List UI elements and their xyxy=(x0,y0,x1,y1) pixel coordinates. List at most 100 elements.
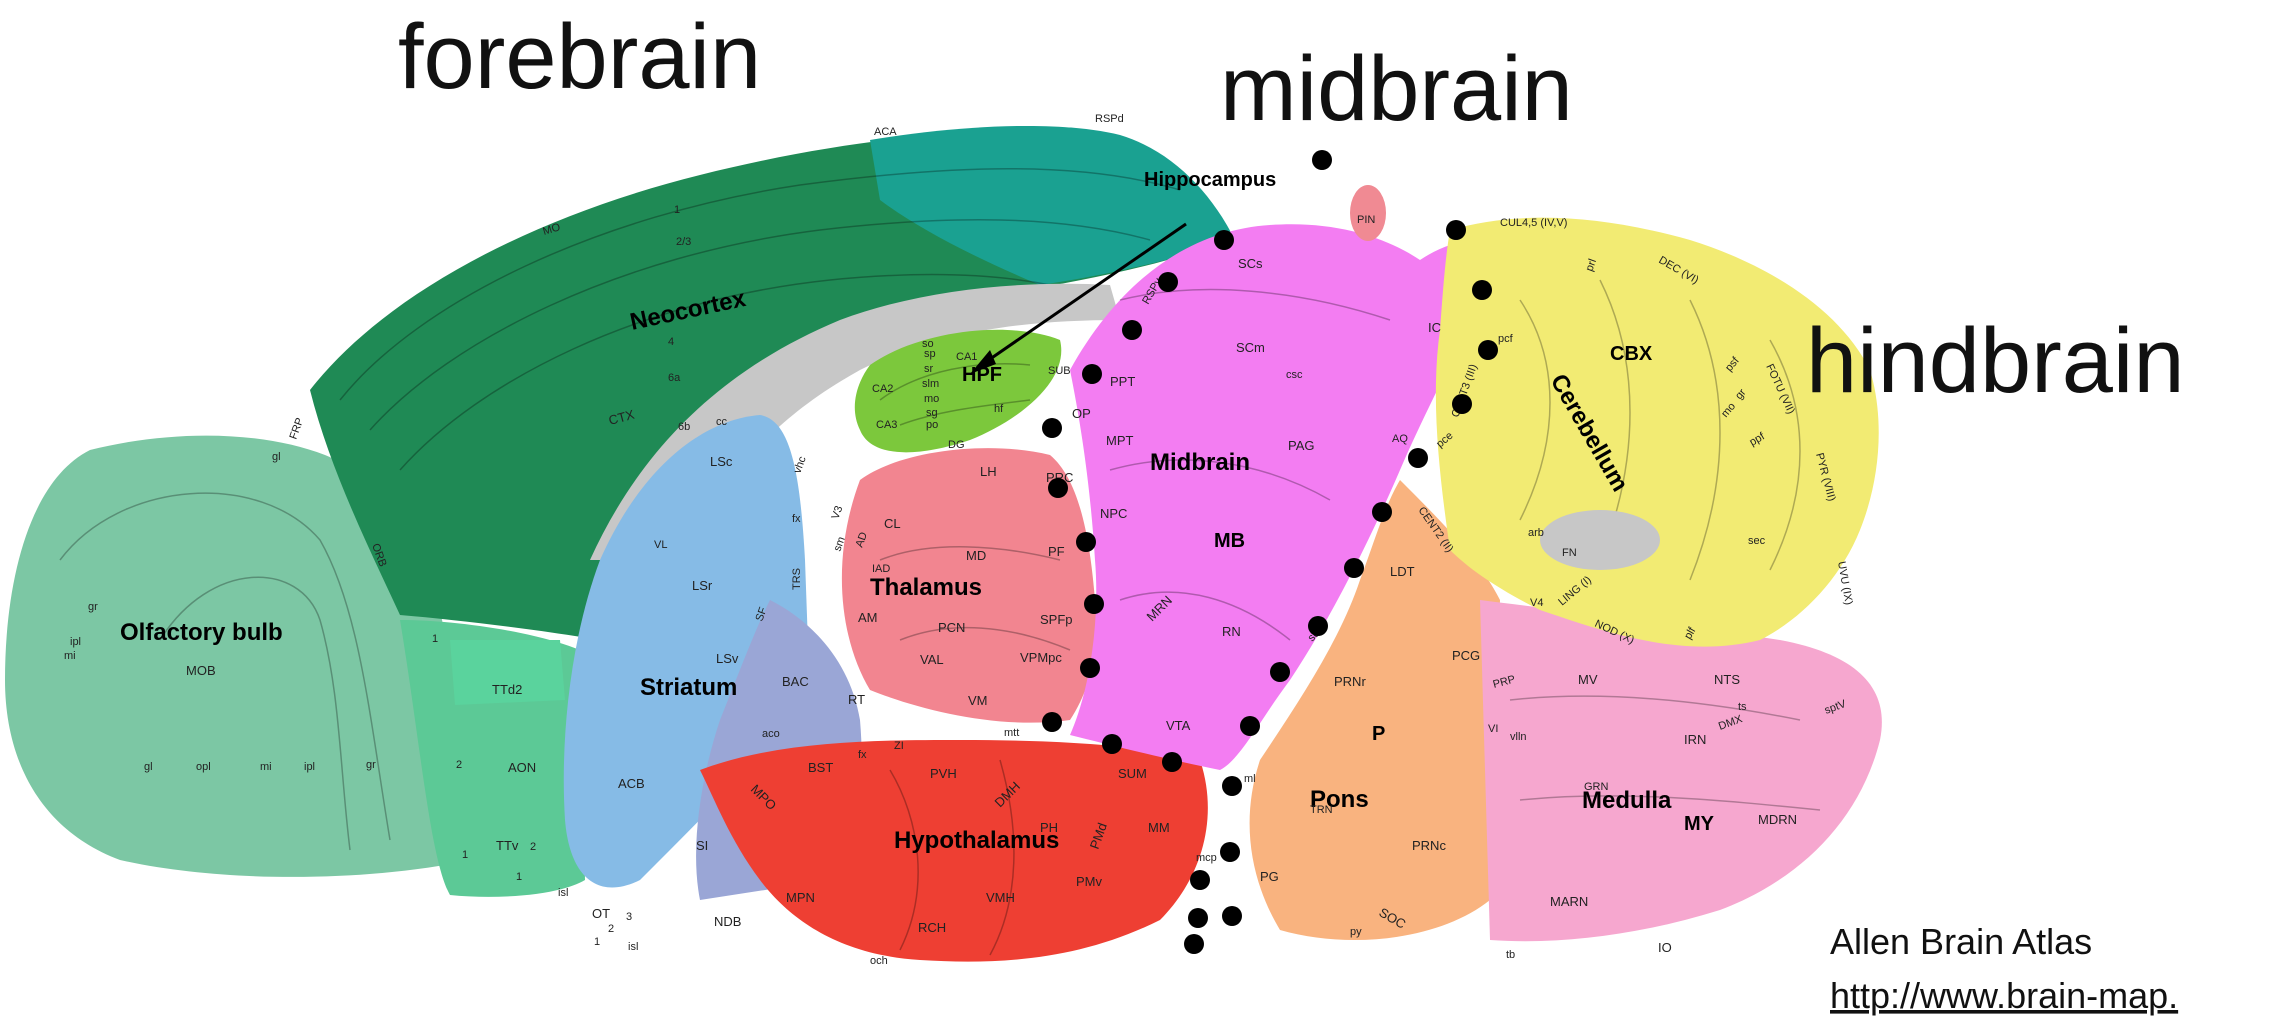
label-vlln: vlln xyxy=(1510,731,1527,743)
label-am: AM xyxy=(858,610,878,625)
label-mtt: mtt xyxy=(1004,727,1019,739)
label-olfactory-bulb: Olfactory bulb xyxy=(120,619,283,646)
label-pvh: PVH xyxy=(930,766,957,781)
label-ndb: NDB xyxy=(714,914,741,929)
label-lsr: LSr xyxy=(692,578,713,593)
label-lsv: LSv xyxy=(716,651,739,666)
label-sg: sg xyxy=(926,407,938,419)
label-frp: FRP xyxy=(288,416,307,441)
label-ldt: LDT xyxy=(1390,564,1415,579)
label-isl-b: isl xyxy=(628,941,638,953)
label-npc: NPC xyxy=(1100,506,1127,521)
boundary-dot xyxy=(1076,532,1096,552)
label-aon: AON xyxy=(508,760,536,775)
label-opl: opl xyxy=(196,761,211,773)
label-hippocampus: Hippocampus xyxy=(1144,169,1276,191)
label-ca2: CA2 xyxy=(872,383,893,395)
hindbrain-title: hindbrain xyxy=(1806,310,2185,412)
boundary-dot xyxy=(1048,478,1068,498)
label-prnr: PRNr xyxy=(1334,674,1366,689)
label-gl-bottom: gl xyxy=(144,761,153,773)
boundary-dot xyxy=(1220,842,1240,862)
label-och: och xyxy=(870,955,888,967)
label-pf: PF xyxy=(1048,544,1065,559)
label-zi: ZI xyxy=(894,740,904,752)
label-midbrain: Midbrain xyxy=(1150,449,1250,476)
label-ttv: TTv xyxy=(496,838,519,853)
label-dg: DG xyxy=(948,439,965,451)
label-val: VAL xyxy=(920,652,944,667)
boundary-dot xyxy=(1408,448,1428,468)
forebrain-title: forebrain xyxy=(398,6,761,108)
boundary-dot xyxy=(1102,734,1122,754)
label-hf: hf xyxy=(994,403,1004,415)
label-acb: ACB xyxy=(618,776,645,791)
boundary-dot xyxy=(1080,658,1100,678)
label-ttd2: TTd2 xyxy=(492,682,522,697)
label-vi: VI xyxy=(1488,723,1498,735)
boundary-dot xyxy=(1372,502,1392,522)
label-gl-top: gl xyxy=(272,451,281,463)
boundary-dot xyxy=(1270,662,1290,682)
label-rspd: RSPd xyxy=(1095,113,1124,125)
label-trn: TRN xyxy=(1310,804,1333,816)
label-lsc: LSc xyxy=(710,454,733,469)
label-l6b: 6b xyxy=(678,421,690,433)
boundary-dot xyxy=(1446,220,1466,240)
boundary-dot xyxy=(1042,418,1062,438)
label-scm: SCm xyxy=(1236,340,1265,355)
label-vpmpc: VPMpc xyxy=(1020,650,1062,665)
label-n1-b: 1 xyxy=(462,849,468,861)
label-cbx: CBX xyxy=(1610,343,1653,365)
label-sr: sr xyxy=(924,363,934,375)
label-mcp: mcp xyxy=(1196,852,1217,864)
label-n2-b: 2 xyxy=(530,841,536,853)
label-op: OP xyxy=(1072,406,1091,421)
label-csc: csc xyxy=(1286,369,1303,381)
boundary-dot xyxy=(1452,394,1472,414)
label-cl: CL xyxy=(884,516,901,531)
label-cul45: CUL4,5 (IV,V) xyxy=(1500,217,1567,229)
label-mv: MV xyxy=(1578,672,1598,687)
label-bac: BAC xyxy=(782,674,809,689)
label-vmh: VMH xyxy=(986,890,1015,905)
label-l6a: 6a xyxy=(668,372,681,384)
label-v4: V4 xyxy=(1530,597,1543,609)
label-cc: cc xyxy=(716,416,728,428)
label-po: po xyxy=(926,419,938,431)
label-l1: 1 xyxy=(674,204,680,216)
label-grn: GRN xyxy=(1584,781,1609,793)
label-isl-a: isl xyxy=(558,887,568,899)
boundary-dot xyxy=(1478,340,1498,360)
boundary-dot xyxy=(1190,870,1210,890)
label-tb: tb xyxy=(1506,949,1515,961)
label-ppt: PPT xyxy=(1110,374,1135,389)
label-rn: RN xyxy=(1222,624,1241,639)
label-pmv: PMv xyxy=(1076,874,1103,889)
label-pg: PG xyxy=(1260,869,1279,884)
label-sub: SUB xyxy=(1048,365,1071,377)
label-mm: MM xyxy=(1148,820,1170,835)
cerebellum-region xyxy=(1436,218,1879,647)
label-striatum: Striatum xyxy=(640,674,737,701)
label-arb: arb xyxy=(1528,527,1544,539)
label-vm: VM xyxy=(968,693,988,708)
label-thalamus: Thalamus xyxy=(870,574,982,601)
credit-url[interactable]: http://www.brain-map. xyxy=(1830,975,2178,1016)
label-lh: LH xyxy=(980,464,997,479)
label-ot: OT xyxy=(592,906,610,921)
label-fx-b: fx xyxy=(858,749,867,761)
label-gr-left: gr xyxy=(88,601,98,613)
label-fn: FN xyxy=(1562,547,1577,559)
label-nts: NTS xyxy=(1714,672,1740,687)
label-rt: RT xyxy=(848,692,865,707)
label-n1-d: 1 xyxy=(594,936,600,948)
boundary-dot xyxy=(1042,712,1062,732)
boundary-dot xyxy=(1472,280,1492,300)
label-pcg: PCG xyxy=(1452,648,1480,663)
label-mdrn: MDRN xyxy=(1758,812,1797,827)
label-mo-hpf: mo xyxy=(924,393,939,405)
boundary-dot xyxy=(1312,150,1332,170)
label-hypothalamus: Hypothalamus xyxy=(894,827,1059,854)
